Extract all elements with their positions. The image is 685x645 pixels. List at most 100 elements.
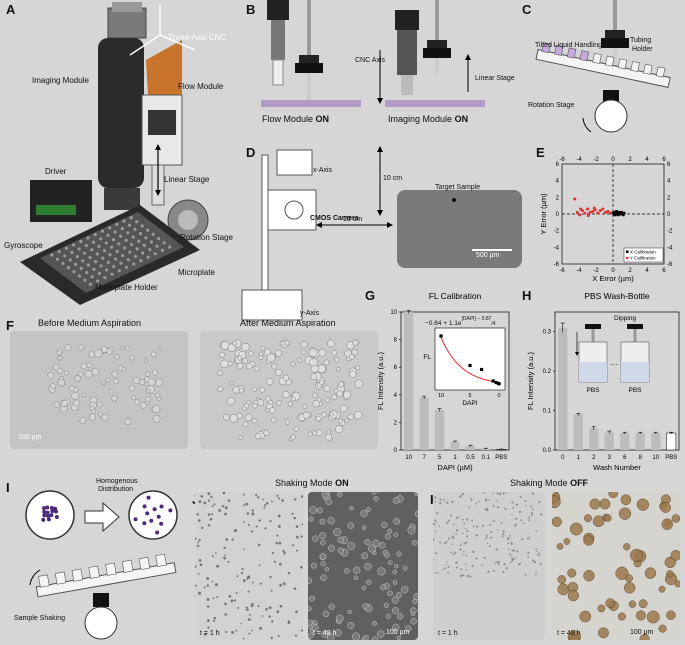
e-point-y-calibration	[588, 210, 592, 214]
panel-c-illustration	[535, 0, 671, 133]
e-ytick-right: 6	[667, 162, 671, 168]
label-j-scale: 100 µm	[386, 629, 410, 636]
h-xtick-label: 3	[608, 455, 612, 461]
e-legend	[623, 247, 664, 263]
g-ytick-label: 6	[394, 365, 398, 371]
e-xtick-top: 4	[645, 157, 649, 163]
e-ytick-right: -6	[667, 262, 673, 268]
e-point-y-calibration	[592, 206, 596, 210]
h-bar	[558, 327, 568, 450]
h-xtick-label: 0	[561, 455, 565, 461]
g-inset-xlabel: DAPI	[462, 400, 477, 407]
g-xtick-label: PBS	[495, 455, 507, 461]
label-driver: Driver	[45, 167, 67, 176]
g-inset-xtick: 5	[468, 393, 471, 399]
panel-label-b: B	[246, 2, 256, 17]
e-xtick-bottom: 4	[645, 268, 649, 274]
e-xtick-top: -2	[593, 157, 599, 163]
e-point-y-calibration	[579, 207, 583, 211]
h-bar	[620, 433, 630, 450]
label-distribution: Distribution	[98, 486, 134, 493]
g-inset-point	[439, 334, 443, 338]
panel-label-e: E	[536, 145, 545, 160]
e-point-y-calibration	[578, 213, 582, 217]
e-ytick-left: 0	[556, 212, 560, 218]
g-xtick-label: 7	[422, 455, 426, 461]
label-j-t2: t = 48 h	[313, 630, 337, 637]
e-point-x-calibration	[622, 211, 626, 215]
e-point-y-calibration	[601, 207, 605, 211]
h-bar	[635, 433, 645, 450]
g-bar	[450, 441, 460, 450]
camera-fins-shape	[112, 2, 142, 12]
label-k-scale: 100 µm	[630, 629, 654, 636]
e-point-x-calibration	[613, 213, 617, 217]
after-aspiration-image	[200, 331, 378, 449]
e-point-y-calibration	[603, 210, 607, 214]
h-tubing-holder	[627, 324, 643, 329]
panel-label-h: H	[522, 288, 532, 303]
g-ytick-label: 4	[394, 393, 398, 399]
h-beaker-label: PBS	[586, 387, 600, 394]
e-ylabel: Y Error (µm)	[540, 193, 548, 235]
e-point-y-calibration	[575, 210, 579, 214]
label-sample-shaking: Sample Shaking	[14, 615, 65, 622]
e-xtick-bottom: 6	[662, 268, 666, 274]
e-legend-label-y: Y Calibration	[630, 256, 656, 261]
e-ytick-left: 6	[556, 162, 560, 168]
e-point-x-calibration	[617, 210, 621, 214]
panel-label-f: F	[6, 318, 14, 333]
g-ytick-label: 10	[390, 310, 397, 316]
h-ytick-label: 0.3	[543, 330, 552, 336]
g-ytick-label: 0	[394, 448, 398, 454]
label-f-scale: 100 µm	[18, 434, 42, 441]
label-gyroscope: Gyroscope	[4, 241, 43, 250]
h-bar	[666, 432, 677, 451]
e-xtick-bottom: -6	[559, 268, 565, 274]
g-xtick-label: 5	[438, 455, 442, 461]
h-tubing-holder	[585, 324, 601, 329]
e-xtick-bottom: -4	[576, 268, 582, 274]
g-bar	[419, 397, 429, 450]
e-ytick-left: -2	[554, 229, 560, 235]
h-ytick-label: 0.0	[543, 448, 552, 454]
h-xtick-label: 2	[592, 455, 596, 461]
h-xtick-label: 6	[623, 455, 627, 461]
h-ylabel: FL Intensity (a.u.)	[526, 351, 535, 410]
shaking-on-title: Shaking Mode ON	[275, 478, 349, 488]
e-point-x-calibration	[614, 211, 617, 215]
e-point-x-calibration	[615, 210, 618, 213]
g-ytick-label: 8	[394, 338, 398, 344]
g-inset-point	[494, 380, 498, 385]
g-xtick-label: 0.5	[466, 455, 475, 461]
g-inset-ylabel: FL	[423, 354, 431, 361]
g-inset-xtick: 0	[497, 393, 500, 399]
transform-arrow-shape	[84, 501, 120, 533]
label-linear-stage: Linear Stage	[164, 175, 210, 184]
e-point-x-calibration	[620, 210, 623, 214]
e-point-x-calibration	[611, 211, 615, 215]
label-rotation-stage: Rotation Stage	[180, 233, 233, 242]
label-tilted-liquid-handling: Tilted Liquid Handling	[535, 42, 603, 49]
label-cmos-camera: CMOS Camera	[310, 215, 359, 222]
h-bar	[589, 428, 599, 450]
label-microplate: Microplate	[178, 268, 215, 277]
label-target-scale: 500 µm	[476, 252, 500, 259]
h-dipping-label: Dipping	[614, 315, 636, 322]
e-xlabel: X Error (µm)	[592, 274, 634, 283]
shaking-off-48h-image	[552, 492, 680, 640]
h-ytick-label: 0.1	[543, 409, 552, 415]
label-j-t1: t = 1 h	[200, 630, 220, 637]
driver-shape	[30, 180, 92, 222]
shaking-on-1h-image	[195, 492, 303, 640]
e-xtick-top: 0	[611, 157, 615, 163]
h-bar	[651, 433, 661, 450]
panel-label-g: G	[365, 288, 376, 303]
e-point-x-calibration	[618, 212, 622, 216]
h-beaker-liquid	[579, 362, 607, 382]
panel-label-d: D	[246, 145, 256, 160]
dish-distributed-shape	[128, 490, 178, 540]
e-ytick-right: 4	[667, 179, 671, 185]
panel-label-a: A	[6, 2, 16, 17]
